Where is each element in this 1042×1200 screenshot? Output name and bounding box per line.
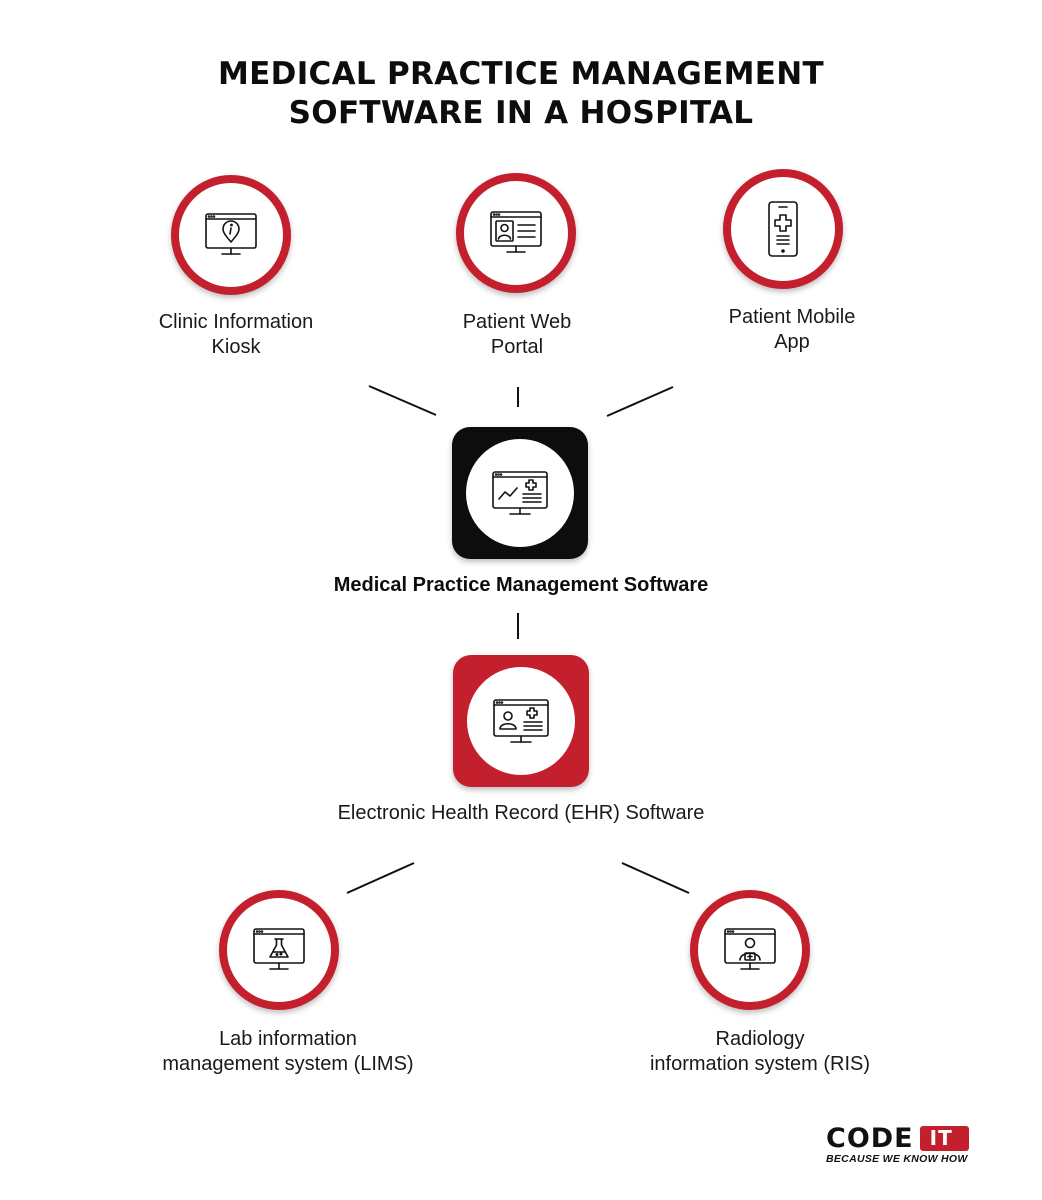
web-portal-label: Patient Web Portal [462, 311, 572, 358]
connector-ehr-ris [621, 862, 690, 894]
mobile-app-node [723, 169, 843, 289]
connector-kiosk-mpm [368, 385, 437, 416]
page-title: MEDICAL PRACTICE MANAGEMENT SOFTWARE IN … [0, 55, 1042, 133]
ehr-icon-circle [467, 667, 575, 775]
phone-medical-icon [768, 201, 798, 257]
logo-code-text: CODE [826, 1123, 914, 1154]
mobile-app-label: Patient Mobile App [728, 306, 856, 353]
monitor-chart-icon [492, 471, 548, 515]
connector-mobile-mpm [606, 386, 674, 417]
logo-wordmark: CODE IT [826, 1125, 992, 1152]
kiosk-label: Clinic Information Kiosk [158, 311, 314, 358]
code-it-logo: CODE IT BECAUSE WE KNOW HOW [826, 1125, 992, 1165]
monitor-doctor-icon [724, 928, 776, 970]
ris-node [690, 890, 810, 1010]
ehr-node [453, 655, 589, 787]
web-portal-node [456, 173, 576, 293]
monitor-flask-icon [253, 928, 305, 970]
lims-node [219, 890, 339, 1010]
mpm-node [452, 427, 588, 559]
lims-label: Lab information management system (LIMS) [162, 1028, 414, 1075]
logo-tagline: BECAUSE WE KNOW HOW [826, 1153, 968, 1165]
logo-it-badge: IT [919, 1126, 969, 1151]
mpm-icon-circle [466, 439, 574, 547]
monitor-info-icon [205, 213, 257, 255]
connector-ehr-lims [346, 862, 415, 894]
title-line-1: MEDICAL PRACTICE MANAGEMENT [218, 56, 824, 92]
kiosk-node [171, 175, 291, 295]
ehr-label: Electronic Health Record (EHR) Software [337, 802, 705, 824]
monitor-patient-record-icon [493, 699, 549, 743]
ris-label: Radiology information system (RIS) [649, 1028, 871, 1075]
mpm-label: Medical Practice Management Software [333, 574, 709, 596]
monitor-profile-icon [490, 211, 542, 253]
title-line-2: SOFTWARE IN A HOSPITAL [288, 95, 754, 131]
